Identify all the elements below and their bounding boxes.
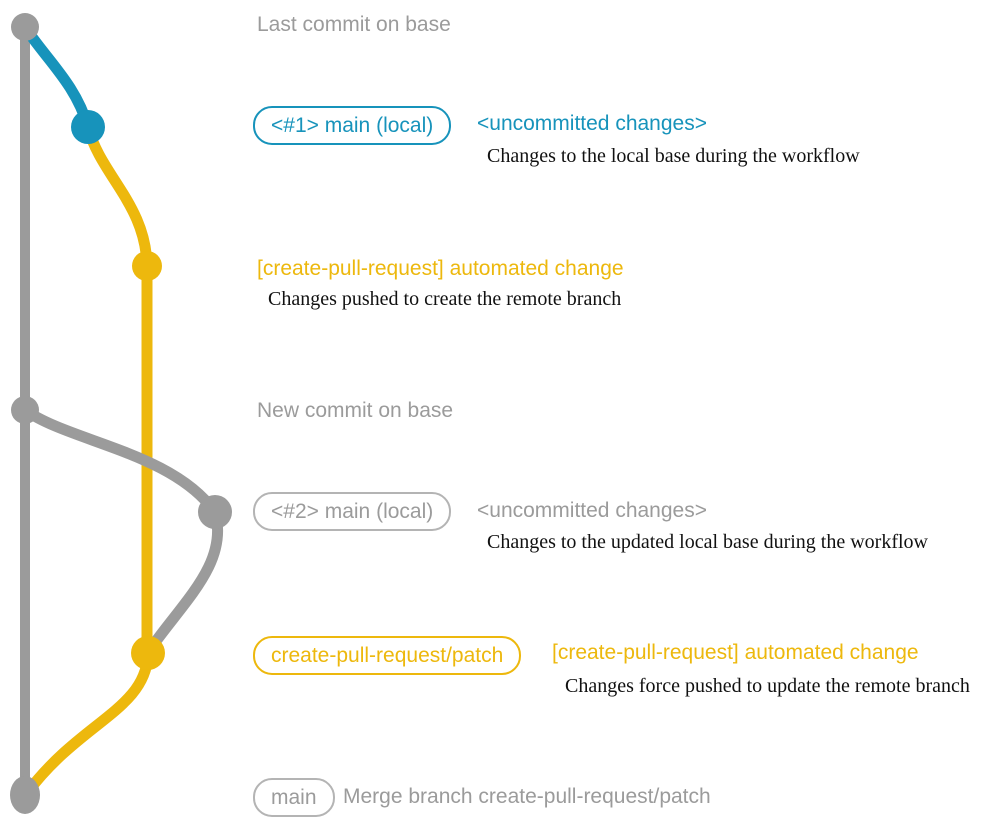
branch-badge-cpr-patch: create-pull-request/patch: [253, 636, 522, 675]
cpr-merge-curve: [21, 649, 154, 799]
commit-message-automated-change-2: [create-pull-request] automated change: [552, 641, 919, 664]
updated-main-local-curve: [19, 404, 224, 654]
caption-last-commit-on-base: Last commit on base: [257, 13, 451, 36]
commit-message-merge: Merge branch create-pull-request/patch: [343, 785, 711, 808]
commit-dot-merge: [10, 776, 40, 814]
branch-badge-main-local-1: <#1> main (local): [253, 106, 452, 145]
commit-dot-last-base: [11, 13, 39, 41]
cpr-branch-line: [82, 121, 153, 651]
commit-dot-main-local-2: [198, 495, 232, 529]
commit-dot-cpr-create: [132, 251, 162, 281]
commit-description-3: Changes to the updated local base during…: [487, 531, 928, 553]
commit-message-uncommitted-1: <uncommitted changes>: [477, 112, 707, 135]
commit-message-automated-change-1: [create-pull-request] automated change: [257, 257, 624, 280]
caption-new-commit-on-base: New commit on base: [257, 399, 454, 422]
commit-description-4: Changes force pushed to update the remot…: [565, 675, 970, 697]
commit-description-1: Changes to the local base during the wor…: [487, 145, 860, 167]
commit-description-2: Changes pushed to create the remote bran…: [268, 288, 622, 310]
commit-dot-main-local-1: [71, 110, 105, 144]
commit-dot-new-base: [11, 396, 39, 424]
main-local-branch-curve: [19, 21, 94, 133]
commit-dot-cpr-update: [131, 636, 165, 670]
branch-badge-main-local-2: <#2> main (local): [253, 492, 452, 531]
branch-badge-main: main: [253, 778, 335, 817]
commit-message-uncommitted-2: <uncommitted changes>: [477, 499, 707, 522]
